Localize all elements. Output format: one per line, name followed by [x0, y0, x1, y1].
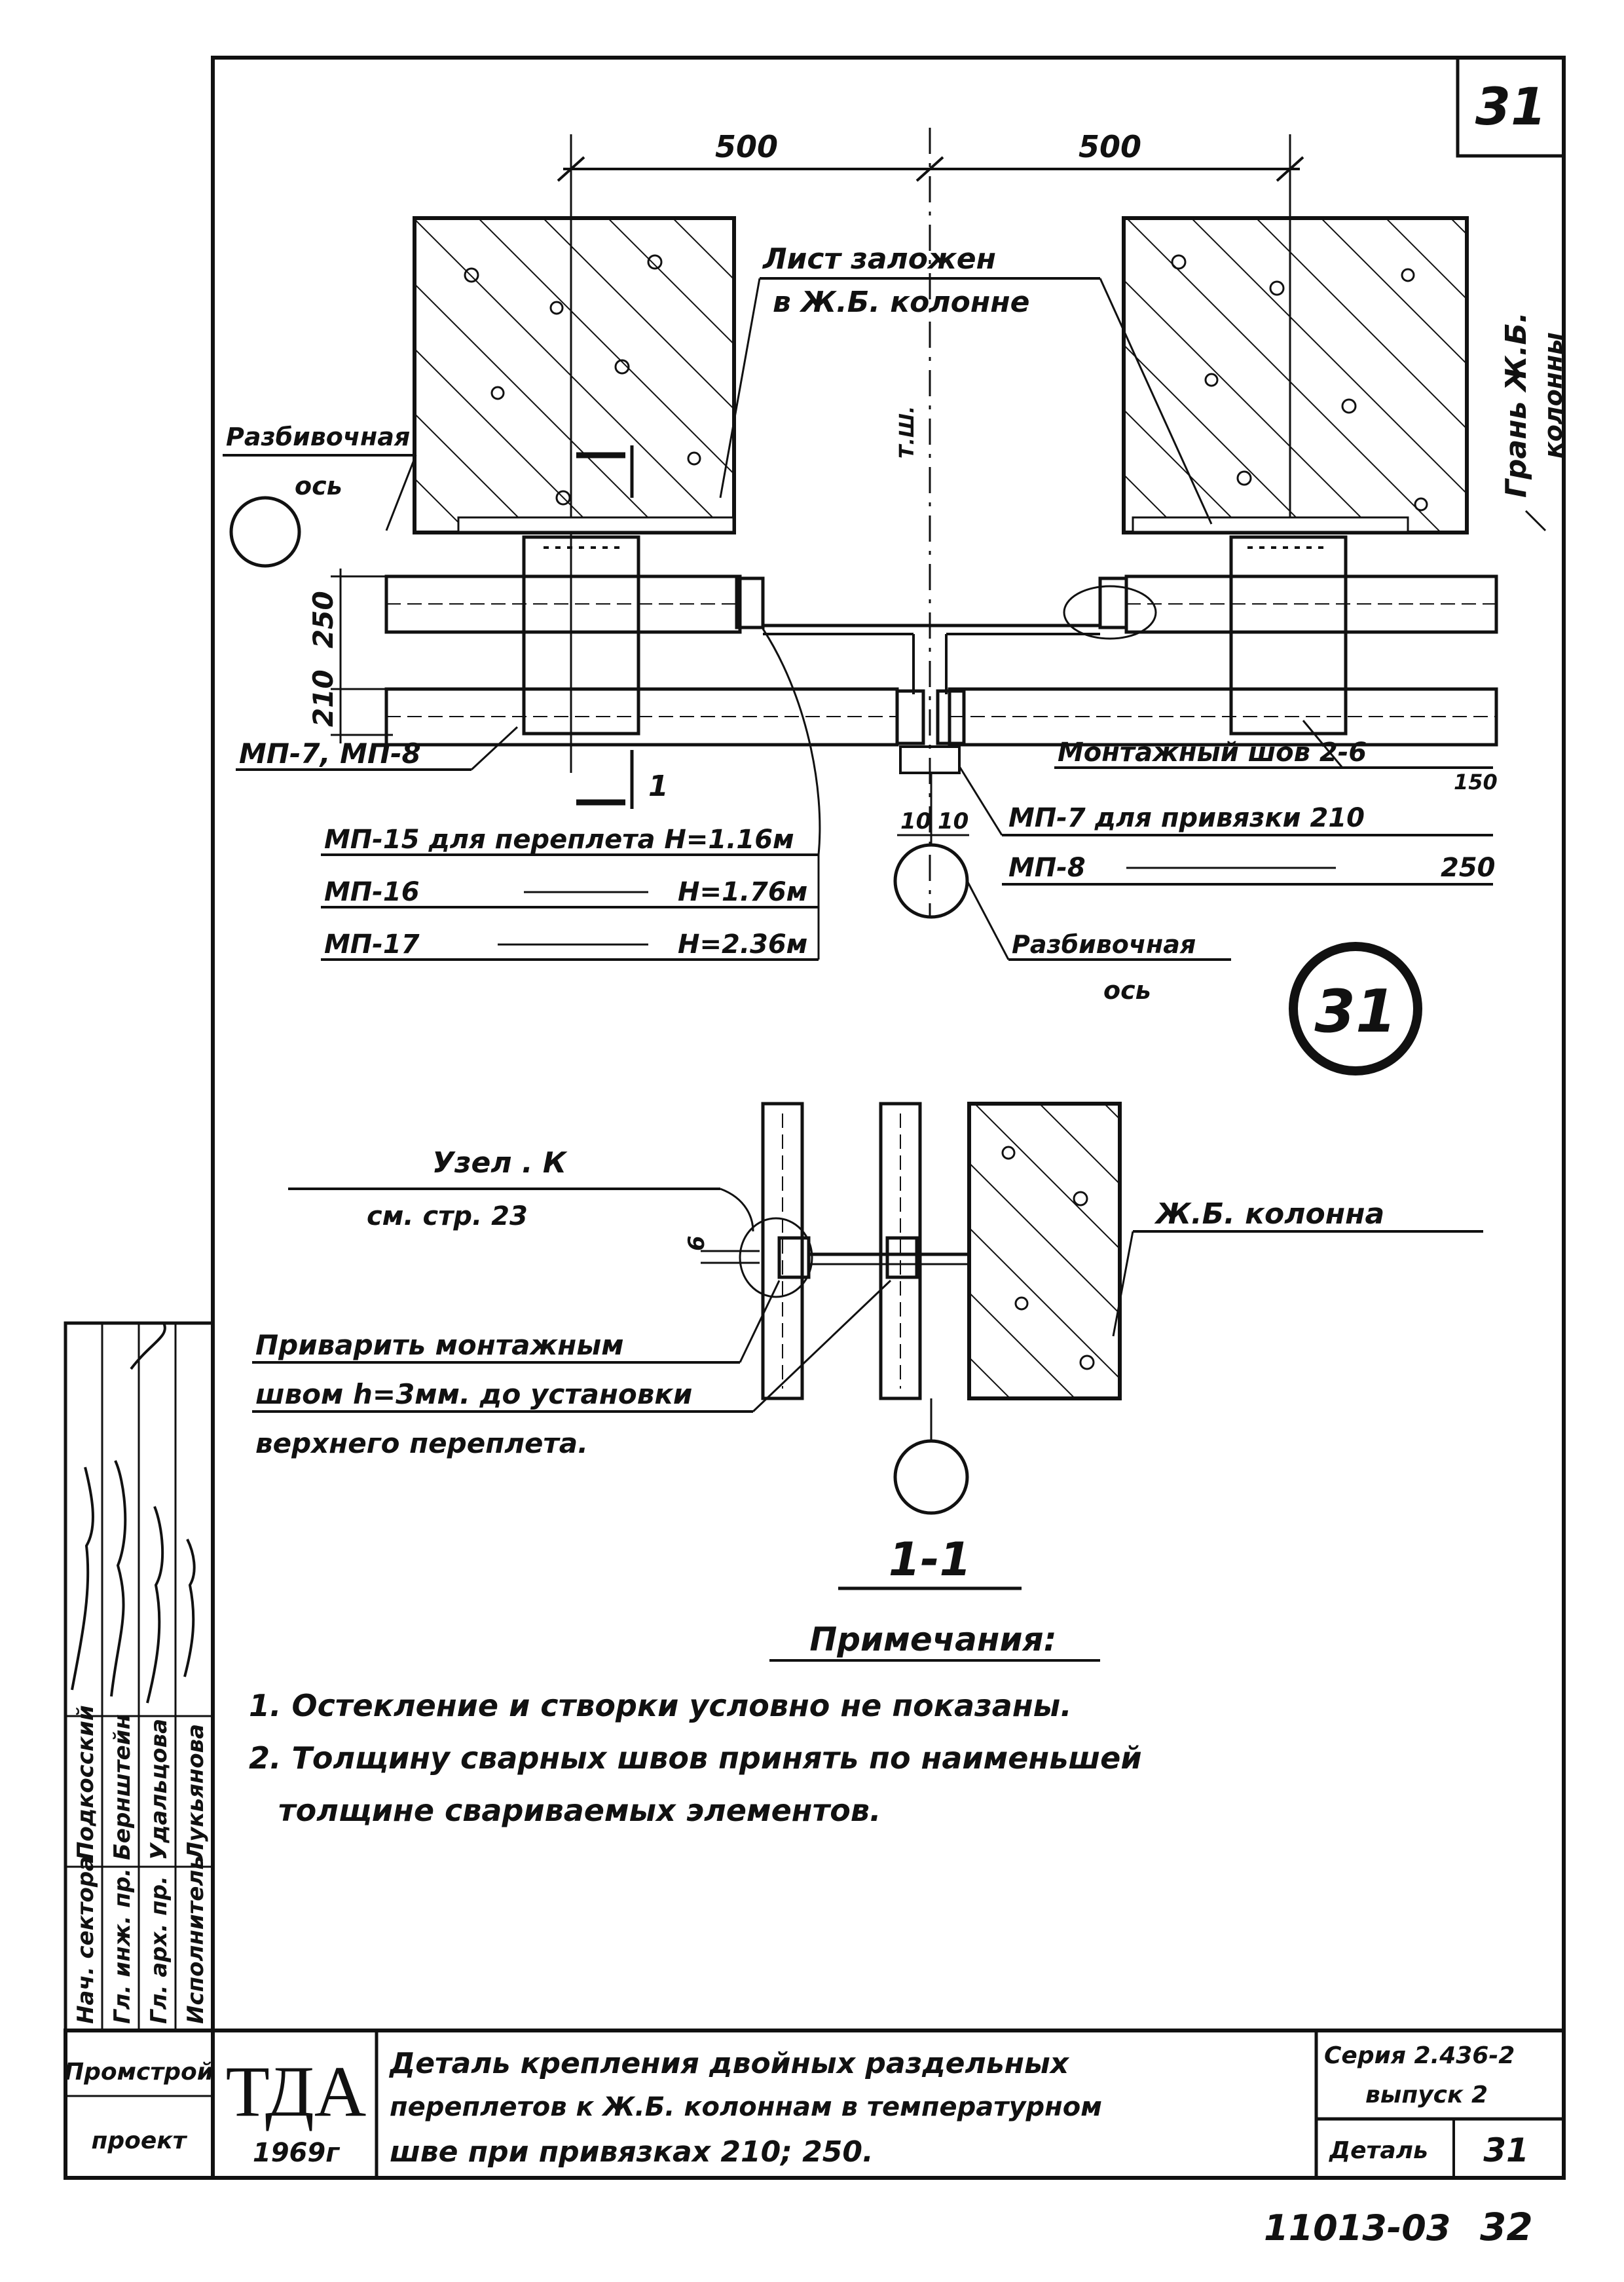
- note-2b: толщине свариваемых элементов.: [278, 1793, 881, 1828]
- weld-sub: 150: [1454, 770, 1498, 795]
- weld-note-1: Приварить монтажным: [255, 1329, 624, 1361]
- mp16-label: МП-16: [324, 877, 420, 907]
- section-view: [739, 1102, 1122, 1515]
- stamp-name-2: Бернштейн: [109, 1714, 136, 1860]
- stamp-name-3: Удальцова: [146, 1719, 172, 1860]
- embedded-sheet-label-1: Лист заложен: [762, 242, 996, 276]
- vdim-210: 210: [307, 669, 339, 727]
- weld-callouts: Монтажный шов 2-6 150 МП-7 для привязки …: [958, 720, 1498, 886]
- signatures: [71, 1322, 196, 1704]
- mp78-label: МП-7, МП-8: [239, 738, 421, 770]
- series-line-1: Серия 2.436-2: [1324, 2042, 1515, 2069]
- layout-axis-left: Разбивочная ось: [223, 422, 417, 568]
- stamp-name-4: Лукьянова: [183, 1724, 209, 1861]
- section-1-marker: 1: [576, 445, 669, 809]
- node-k-line1: Узел . К: [432, 1146, 568, 1180]
- embedded-sheet-leader-left: [719, 278, 761, 498]
- desc-line-1: Деталь крепления двойных раздельных: [388, 2047, 1070, 2080]
- svg-text:10: 10: [900, 808, 931, 834]
- note-2a: 2. Толщину сварных швов принять по наиме…: [249, 1740, 1142, 1776]
- rc-column-callout: Ж.Б. колонна: [1112, 1197, 1483, 1337]
- notes-title: Примечания:: [809, 1620, 1056, 1658]
- layout-axis-bottom: Разбивочная ось: [893, 843, 1231, 1005]
- dim-500-left: 500: [715, 129, 778, 164]
- svg-text:6: 6: [684, 1235, 710, 1251]
- axis-label: Т.Ш.: [896, 406, 919, 458]
- desc-line-2: переплетов к Ж.Б. колоннам в температурн…: [390, 2092, 1102, 2122]
- embedded-sheet-label-2: в Ж.Б. колонне: [773, 286, 1030, 319]
- weld-note-2: швом h=3мм. до установки: [255, 1378, 692, 1410]
- svg-text:Грань Ж.Б.: Грань Ж.Б.: [1500, 312, 1533, 498]
- weld-label: Монтажный шов 2-6: [1058, 738, 1367, 768]
- layout-axis-bottom-label-2: ось: [1103, 976, 1151, 1005]
- embedded-sheet-leader-right: [1099, 278, 1213, 525]
- frame-members: [384, 535, 1498, 845]
- vdim-250: 250: [307, 591, 339, 648]
- svg-text:1: 1: [648, 770, 669, 803]
- note-1: 1. Остекление и створки условно не показ…: [249, 1688, 1072, 1723]
- svg-text:колонны: колонны: [1539, 332, 1568, 458]
- mp15-label: МП-15 для переплета Н=1.16м: [324, 825, 794, 855]
- svg-text:1-1: 1-1: [889, 1533, 971, 1586]
- detail-circle: 31: [1289, 942, 1422, 1076]
- year: 1969г: [253, 2138, 340, 2168]
- rc-column-left: [413, 216, 736, 534]
- mp78-leader: [470, 726, 519, 771]
- column-face-label: Грань Ж.Б. колонны: [1500, 312, 1568, 532]
- gap-6-dim: 6: [684, 1235, 760, 1264]
- layout-axis-left-label-1: Разбивочная: [226, 422, 410, 451]
- node-k-line2: см. стр. 23: [367, 1201, 528, 1231]
- stamp-role-3: Гл. арх. пр.: [146, 1876, 172, 2024]
- stamp-role-1: Нач. сектора: [73, 1856, 99, 2024]
- detail-label: Деталь: [1329, 2137, 1428, 2164]
- vertical-dims: 250 210: [307, 569, 393, 743]
- stamp-name-1: Подкосский: [73, 1705, 99, 1860]
- mp17-h: Н=2.36м: [678, 929, 807, 960]
- node-k-callout: Узел . К см. стр. 23: [288, 1146, 754, 1232]
- gap-dims: 10 10: [897, 808, 969, 836]
- layout-axis-left-label-2: ось: [295, 472, 342, 500]
- layout-axis-bottom-label-1: Разбивочная: [1012, 930, 1196, 959]
- desc-line-3: шве при привязках 210; 250.: [390, 2135, 874, 2169]
- mp8-val: 250: [1441, 853, 1496, 883]
- plan-view: 500 500 Т.Ш.: [223, 128, 1568, 1076]
- weld-note-3: верхнего переплета.: [255, 1427, 588, 1459]
- corner-sheet-number: 31: [1475, 78, 1547, 137]
- page-number: 32: [1480, 2205, 1533, 2249]
- rc-column-right: [1122, 216, 1469, 534]
- series-line-2: выпуск 2: [1365, 2082, 1488, 2108]
- org-line-1: Промстрой: [64, 2059, 213, 2086]
- detail-number: 31: [1483, 2131, 1529, 2169]
- side-stamp: Нач. сектора Гл. инж. пр. Гл. арх. пр. И…: [64, 1321, 215, 2032]
- svg-text:10: 10: [938, 808, 969, 834]
- dim-500-right: 500: [1079, 129, 1141, 164]
- stamp-role-4: Исполнитель: [183, 1856, 209, 2024]
- title-block: Промстрой проект ТДА 1969г Деталь крепле…: [64, 2029, 1566, 2180]
- section-title: 1-1: [838, 1533, 1022, 1590]
- svg-text:31: 31: [1314, 977, 1396, 1046]
- mp15-17-callouts: МП-15 для переплета Н=1.16м МП-16 Н=1.76…: [321, 628, 821, 961]
- rc-column-label: Ж.Б. колонна: [1154, 1197, 1384, 1231]
- mp16-h: Н=1.76м: [678, 877, 807, 907]
- notes: Примечания: 1. Остекление и створки усло…: [249, 1620, 1142, 1828]
- weld-note: Приварить монтажным швом h=3мм. до устан…: [252, 1279, 892, 1459]
- sheet-code: 11013-03: [1264, 2207, 1450, 2249]
- mp7-label: МП-7 для привязки 210: [1008, 803, 1365, 833]
- mp17-label: МП-17: [324, 929, 420, 960]
- stamp-role-2: Гл. инж. пр.: [109, 1868, 136, 2024]
- logo: ТДА: [226, 2051, 367, 2131]
- org-line-2: проект: [91, 2127, 187, 2154]
- mp8-label: МП-8: [1008, 853, 1086, 883]
